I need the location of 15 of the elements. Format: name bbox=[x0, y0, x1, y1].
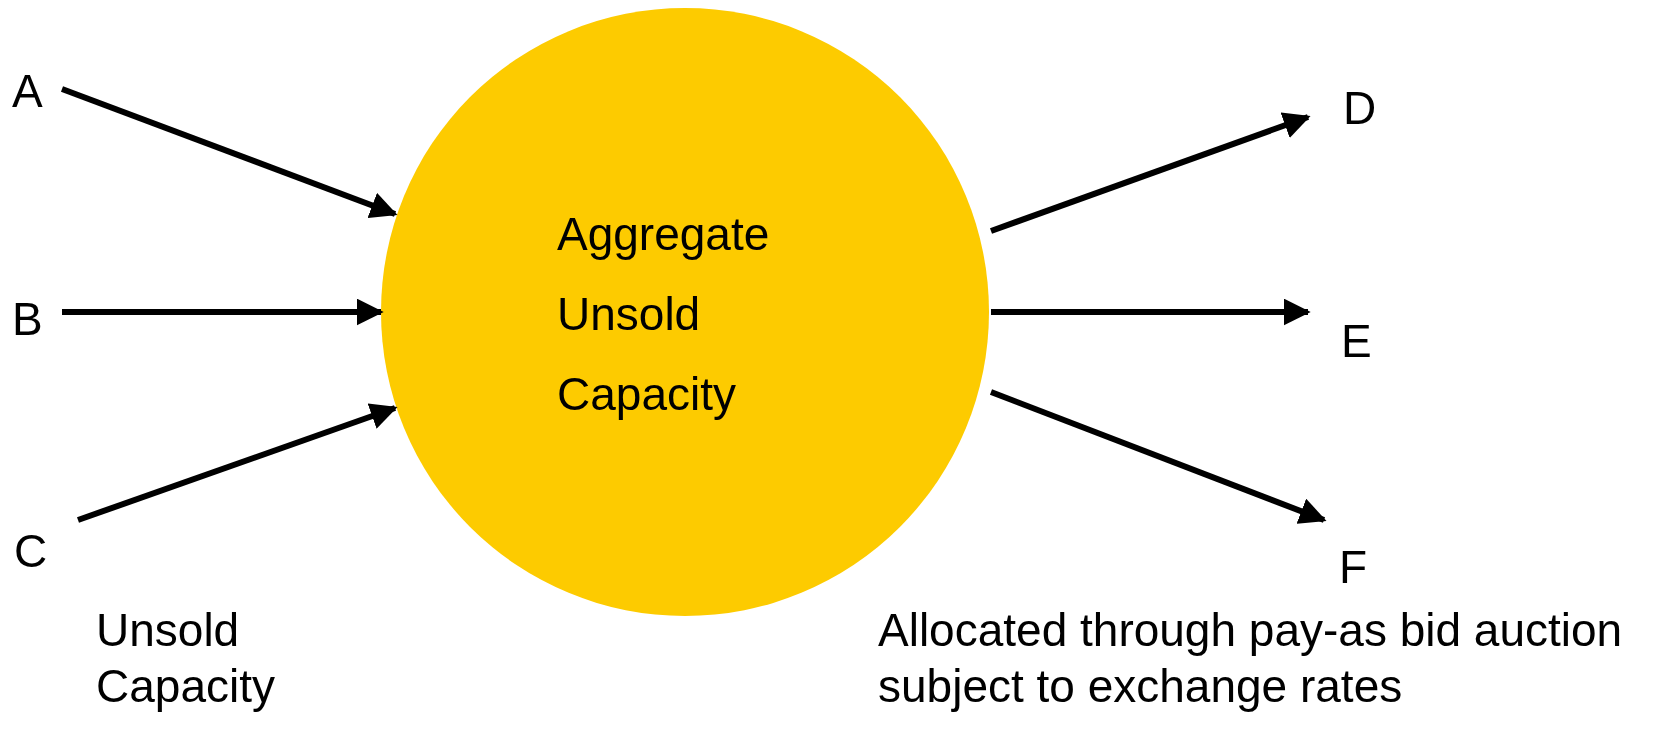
node-label: E bbox=[1341, 316, 1372, 366]
node-label: A bbox=[12, 66, 43, 116]
circle-label: Aggregate Unsold Capacity bbox=[557, 207, 771, 422]
arrow bbox=[990, 112, 1311, 234]
annotation-text: Allocated through pay-as bid auction subject to exchange rates bbox=[878, 603, 1624, 714]
arrow bbox=[991, 298, 1311, 326]
arrow bbox=[989, 389, 1327, 524]
annotation-text: Unsold Capacity bbox=[96, 603, 276, 714]
arrow bbox=[62, 298, 384, 326]
node-label: C bbox=[14, 526, 48, 576]
node-label: D bbox=[1343, 83, 1377, 133]
arrow bbox=[60, 86, 398, 219]
node-label: B bbox=[12, 294, 43, 344]
arrow bbox=[77, 403, 398, 523]
node-label: F bbox=[1339, 542, 1368, 592]
